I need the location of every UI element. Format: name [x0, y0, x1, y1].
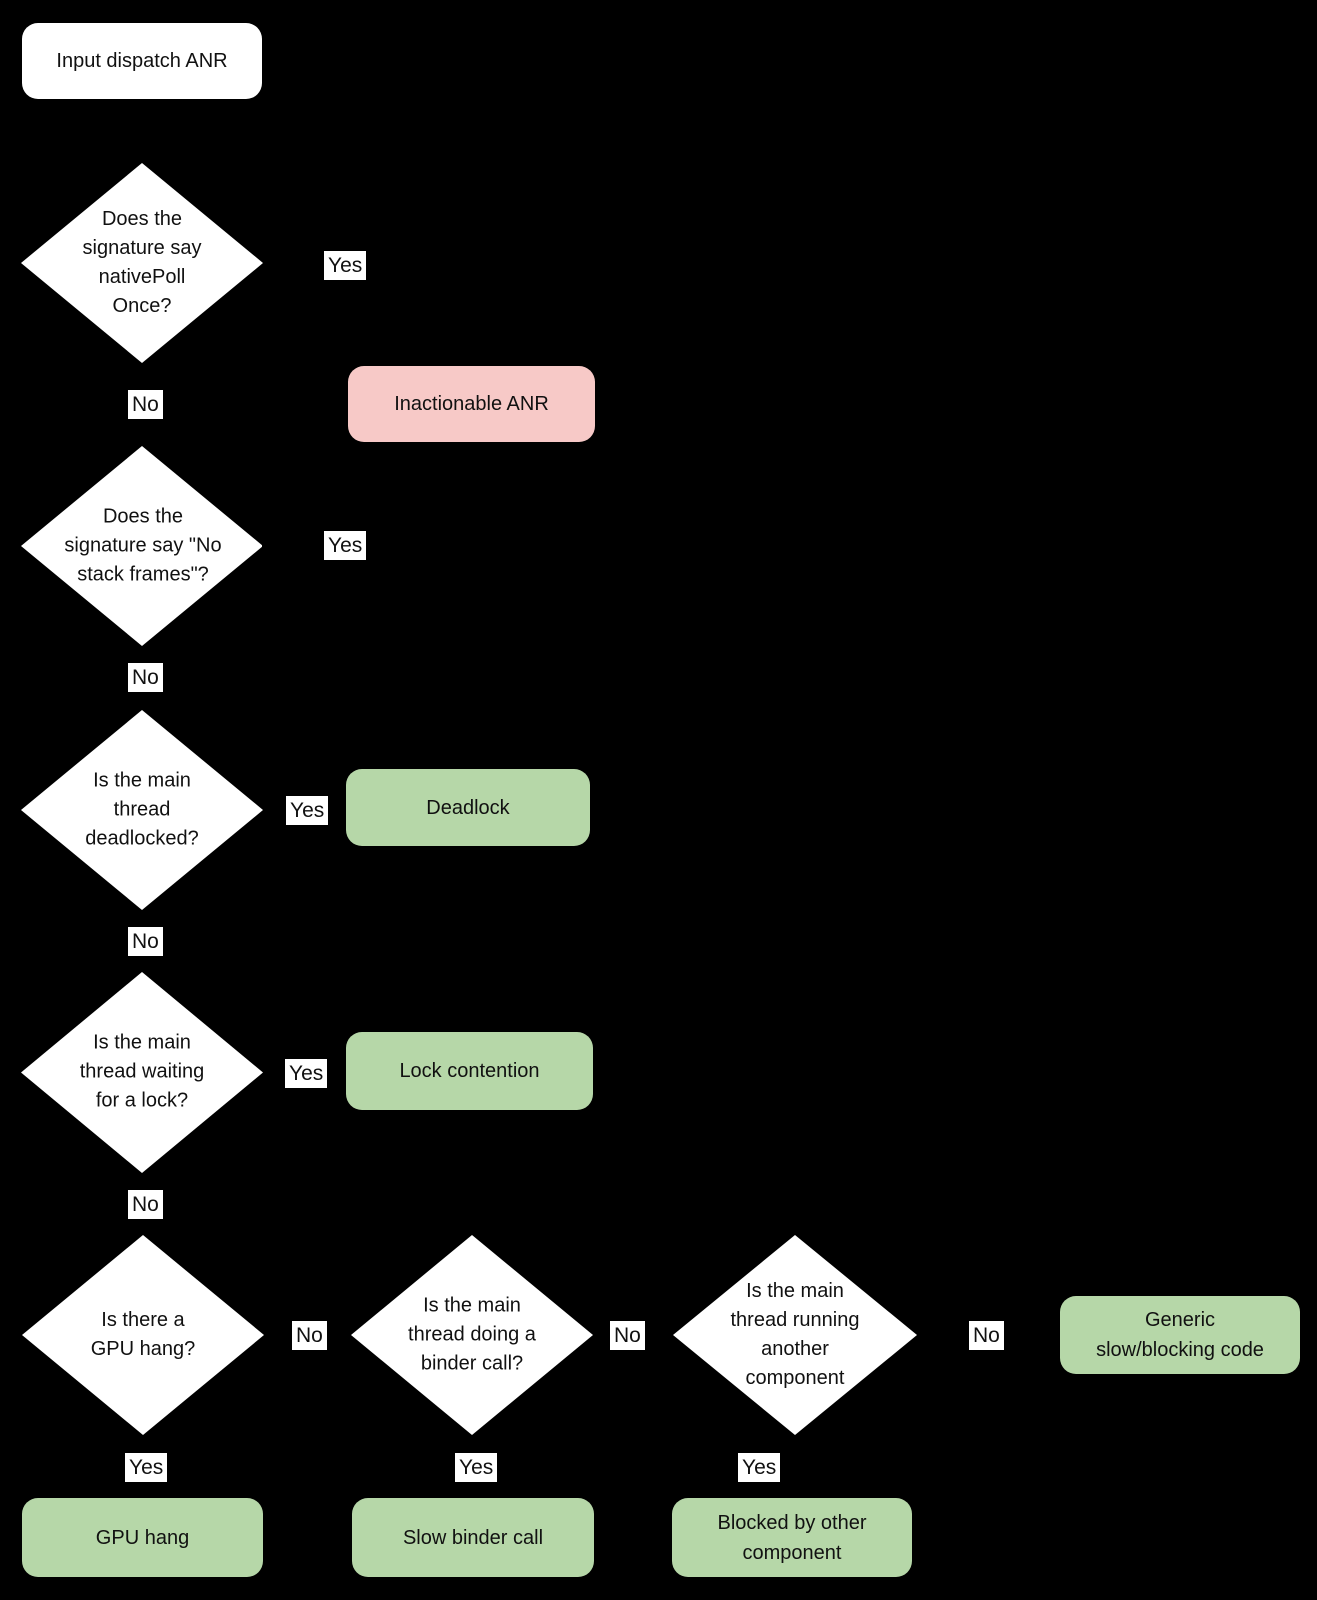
- result-blocked-by-other-component-label: Blocked by other component: [717, 1511, 867, 1564]
- edge-label-d5-yes: Yes: [125, 1453, 168, 1482]
- result-inactionable-anr-label: Inactionable ANR: [394, 393, 549, 415]
- edge-label-d1-no: No: [128, 390, 163, 419]
- start-node-label: Input dispatch ANR: [56, 50, 228, 72]
- edge-label-d1-yes: Yes: [324, 251, 367, 280]
- connector-d7-yes-to-blocked: [789, 1434, 798, 1493]
- result-gpu-hang-box: GPU hang: [22, 1498, 263, 1577]
- result-lock-contention-box: Lock contention: [346, 1032, 593, 1110]
- connector-d1-yes-to-inactionable: [263, 262, 475, 361]
- edge-label-d2-no: No: [128, 663, 163, 692]
- result-gpu-hang-label: GPU hang: [95, 1526, 190, 1549]
- edge-label-d4-no: No: [128, 1190, 163, 1219]
- edge-label-d7-no: No: [969, 1321, 1004, 1350]
- edge-label-d2-yes: Yes: [324, 531, 367, 560]
- edge-label-d6-yes: Yes: [455, 1453, 498, 1482]
- edge-label-d6-no: No: [610, 1321, 645, 1350]
- edge-label-d4-yes: Yes: [285, 1059, 328, 1088]
- edge-label-d5-no: No: [292, 1321, 327, 1350]
- start-node-input-dispatch-anr: Input dispatch ANR: [22, 23, 262, 99]
- result-lock-contention-label: Lock contention: [399, 1060, 540, 1082]
- edge-label-d3-no: No: [128, 927, 163, 956]
- edge-label-d3-yes: Yes: [286, 796, 329, 825]
- result-deadlock-label: Deadlock: [426, 796, 510, 819]
- result-slow-binder-call-label: Slow binder call: [402, 1526, 544, 1549]
- result-generic-slow-blocking-box: Generic slow/blocking code: [1060, 1296, 1300, 1374]
- result-slow-binder-call-box: Slow binder call: [352, 1498, 594, 1577]
- result-blocked-by-other-component-box: Blocked by other component: [672, 1498, 912, 1577]
- edge-label-d7-yes: Yes: [738, 1453, 781, 1482]
- connector-d2-yes-to-inactionable: [262, 447, 475, 547]
- result-generic-slow-blocking-label: Generic slow/blocking code: [1096, 1309, 1264, 1361]
- result-deadlock-box: Deadlock: [346, 769, 590, 846]
- result-inactionable-anr-box: Inactionable ANR: [348, 366, 595, 442]
